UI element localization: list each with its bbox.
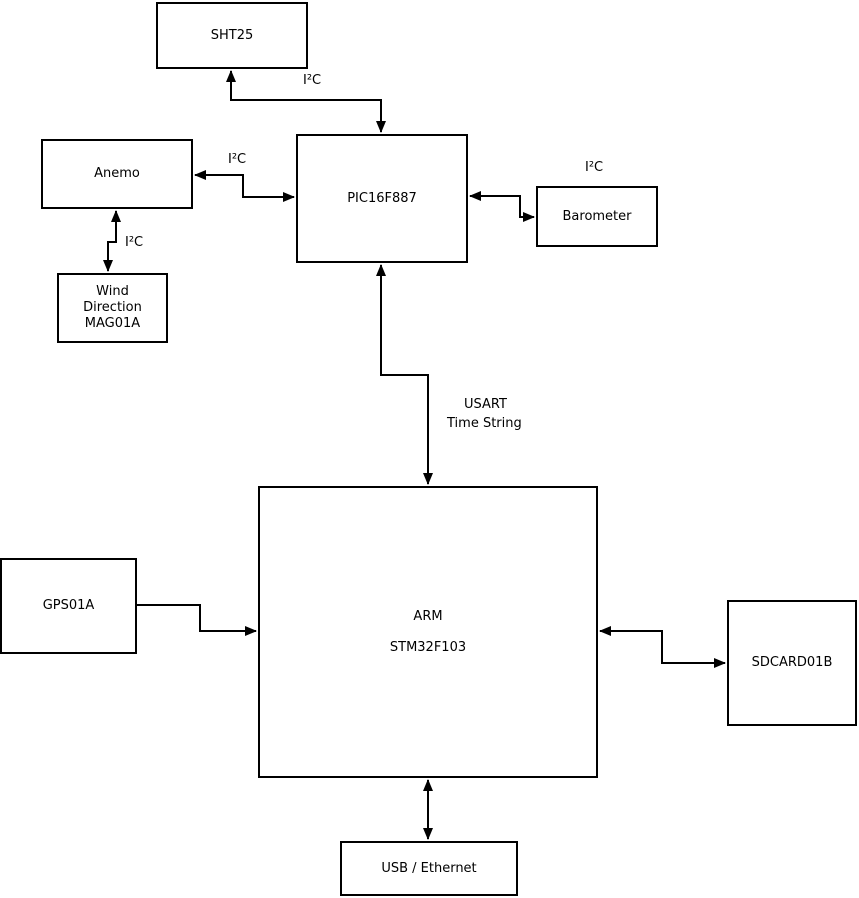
node-anemo: Anemo bbox=[41, 139, 193, 209]
edge-pic-barometer bbox=[469, 191, 535, 222]
edge-anemo-wind-direction bbox=[103, 210, 121, 272]
node-usb-ethernet-label: USB / Ethernet bbox=[381, 860, 477, 876]
node-sdcard01b-label: SDCARD01B bbox=[751, 655, 833, 670]
edge-gps-arm bbox=[137, 604, 257, 636]
node-gps01a: GPS01A bbox=[0, 558, 137, 654]
node-arm-label-line2: STM32F103 bbox=[389, 639, 467, 655]
node-gps01a-label: GPS01A bbox=[42, 598, 95, 613]
node-anemo-label: Anemo bbox=[94, 166, 140, 181]
node-barometer: Barometer bbox=[536, 186, 658, 247]
edge-label-pic-arm-time-string: Time String bbox=[447, 416, 522, 431]
edge-anemo-pic bbox=[194, 170, 295, 202]
node-pic16f887: PIC16F887 bbox=[296, 134, 468, 263]
edge-label-anemo-pic-i2c: I²C bbox=[228, 152, 247, 167]
node-pic16f887-label: PIC16F887 bbox=[347, 190, 417, 206]
edge-sht25-pic bbox=[226, 70, 386, 133]
edge-label-pic-barometer-i2c: I²C bbox=[585, 160, 604, 175]
node-wind-direction-label-line1: Wind bbox=[96, 284, 129, 299]
node-barometer-label: Barometer bbox=[562, 208, 632, 224]
node-sht25: SHT25 bbox=[156, 2, 308, 69]
edge-arm-sdcard bbox=[599, 626, 726, 668]
node-wind-direction-label-line2: Direction bbox=[83, 300, 142, 315]
node-usb-ethernet: USB / Ethernet bbox=[340, 841, 518, 896]
node-sdcard01b: SDCARD01B bbox=[727, 600, 857, 726]
edge-label-anemo-wind-i2c: I²C bbox=[125, 235, 144, 250]
node-arm: ARM STM32F103 bbox=[258, 486, 598, 778]
edge-pic-arm bbox=[376, 264, 433, 485]
node-wind-direction-label-line3: MAG01A bbox=[84, 316, 141, 331]
node-wind-direction: Wind Direction MAG01A bbox=[57, 273, 168, 343]
node-arm-label-line1: ARM bbox=[413, 608, 443, 624]
edge-label-sht25-pic-i2c: I²C bbox=[303, 73, 322, 88]
edge-label-pic-arm-usart: USART bbox=[464, 397, 507, 412]
node-sht25-label: SHT25 bbox=[210, 27, 254, 43]
